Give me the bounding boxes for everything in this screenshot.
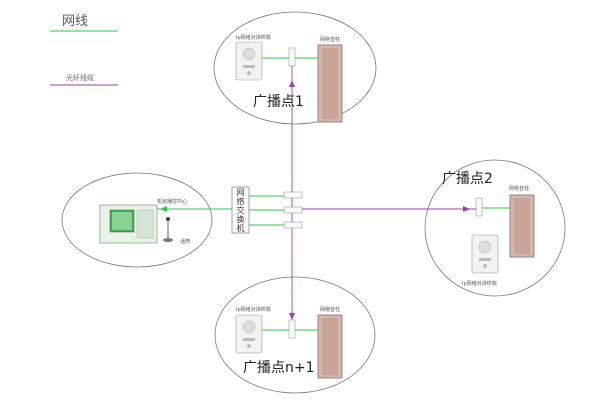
point-n1-speaker-label: 网络音柱 xyxy=(320,307,341,313)
point2-terminal-icon xyxy=(471,234,499,274)
point-n1-terminal-icon xyxy=(235,314,263,354)
point-n1-title: 广播点n+1 xyxy=(243,360,315,376)
point2-speaker-icon xyxy=(509,194,535,258)
arrow-p1 xyxy=(289,80,295,87)
point1-terminal-label: Ip网络对讲终端 xyxy=(236,35,271,41)
point-n1-ellipse xyxy=(214,276,376,394)
arrow-pn1 xyxy=(289,313,295,320)
microphone-label: 话筒 xyxy=(180,239,191,245)
converter-2 xyxy=(283,206,303,214)
converter-pn1 xyxy=(288,319,296,339)
point-n1-terminal-label: Ip网络对讲终端 xyxy=(236,307,271,313)
converter-p2 xyxy=(475,197,483,217)
converter-p1 xyxy=(288,47,296,67)
converter-1 xyxy=(283,191,303,199)
legend-network-text: 网线 xyxy=(62,14,89,29)
point2-terminal-label: Ip网络对讲终端 xyxy=(462,281,497,287)
switch-box xyxy=(231,186,250,234)
microphone-icon xyxy=(163,217,173,242)
point2-speaker-label: 网络音柱 xyxy=(509,186,530,192)
arrow-p2 xyxy=(463,206,470,212)
point1-ellipse xyxy=(213,11,377,125)
point-n1-speaker-icon xyxy=(317,314,343,379)
converter-3 xyxy=(283,221,303,229)
control-center-label: 机房播控中心 xyxy=(157,199,188,205)
point1-speaker-icon xyxy=(317,44,343,123)
point2-ellipse xyxy=(424,159,566,297)
point1-speaker-label: 网络音柱 xyxy=(320,37,341,43)
switch-label: 网络交换机 xyxy=(236,188,245,233)
legend-fiber-text: 光纤线缆 xyxy=(66,74,94,82)
control-center-icon xyxy=(99,204,158,244)
point1-terminal-icon xyxy=(235,41,263,81)
arrow-control xyxy=(160,206,167,212)
point2-title: 广播点2 xyxy=(442,171,493,187)
control-ellipse xyxy=(61,172,213,268)
point1-title: 广播点1 xyxy=(253,94,304,110)
